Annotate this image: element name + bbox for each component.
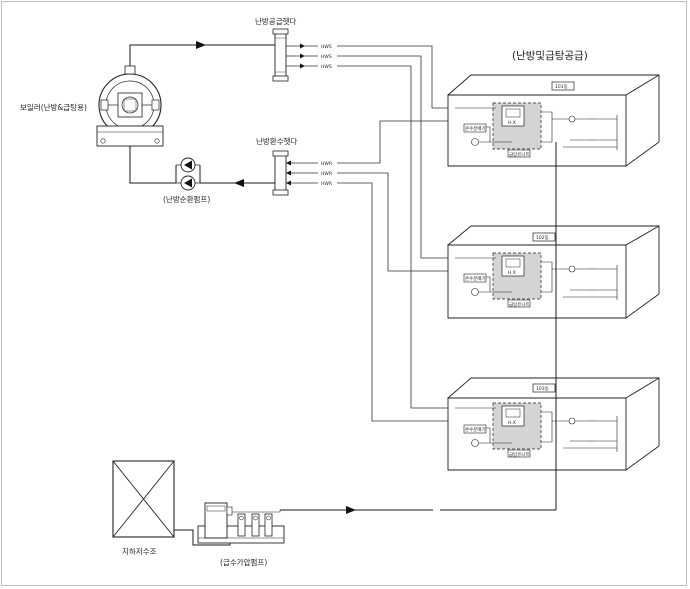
svg-text:· ·: · · — [590, 440, 594, 445]
building-103: 103동 H.X 온수분배기 급탕유니트 · · · · — [447, 377, 660, 471]
return-lines: HWR HWR HWR — [286, 120, 496, 422]
hws-label-1: HWS — [321, 44, 332, 50]
supply-header-label: 난방공급헷다 — [255, 16, 296, 26]
boiler-icon — [96, 65, 164, 147]
hx-101: H.X — [508, 120, 516, 126]
hx-102: H.X — [508, 270, 516, 276]
hwr-label-2: HWR — [321, 171, 332, 177]
supply-header-icon — [272, 28, 289, 82]
heating-pump-icon — [129, 146, 201, 191]
building-103-label: 103동 — [536, 386, 549, 392]
unit-101: 급탕유니트 — [509, 151, 530, 158]
svg-text:· ·: · · — [590, 267, 594, 272]
hx-103: H.X — [508, 420, 516, 426]
water-tank-icon — [112, 460, 175, 538]
svg-text:· ·: · · — [590, 139, 594, 144]
svg-text:· ·: · · — [590, 117, 594, 122]
svg-text:· ·: · · — [590, 289, 594, 294]
building-102: 102동 H.X 온수분배기 급탕유니트 · · · · — [447, 225, 660, 319]
building-101-label: 101동 — [555, 84, 568, 90]
booster-pump-icon — [197, 502, 285, 544]
building-102-label: 102동 — [536, 235, 549, 241]
water-tank-label: 지하저수조 — [122, 546, 157, 556]
svg-text:· ·: · · — [590, 419, 594, 424]
hwr-label-1: HWR — [321, 161, 332, 167]
return-header-label: 난방환수헷다 — [256, 136, 297, 146]
return-header-icon — [272, 150, 289, 196]
unit-102: 급탕유니트 — [509, 301, 530, 308]
ctrl-102: 온수분배기 — [465, 275, 486, 282]
boiler-label: 보일러(난방&급탕용) — [20, 102, 87, 112]
hwr-label-3: HWR — [321, 181, 332, 187]
building-101: 101동 H.X 온수분배기 급탕유니트 · · · · — [447, 74, 660, 167]
heating-pump-label: (난방순환펌프) — [163, 194, 210, 204]
ctrl-101: 온수분배기 — [465, 125, 486, 132]
diagram-title: (난방및급탕공급) — [512, 50, 588, 62]
ctrl-103: 온수분배기 — [465, 426, 486, 433]
hws-label-2: HWS — [321, 54, 332, 60]
unit-103: 급탕유니트 — [509, 451, 530, 458]
hws-label-3: HWS — [321, 64, 332, 70]
booster-pump-label: (급수가압펌프) — [220, 557, 267, 567]
